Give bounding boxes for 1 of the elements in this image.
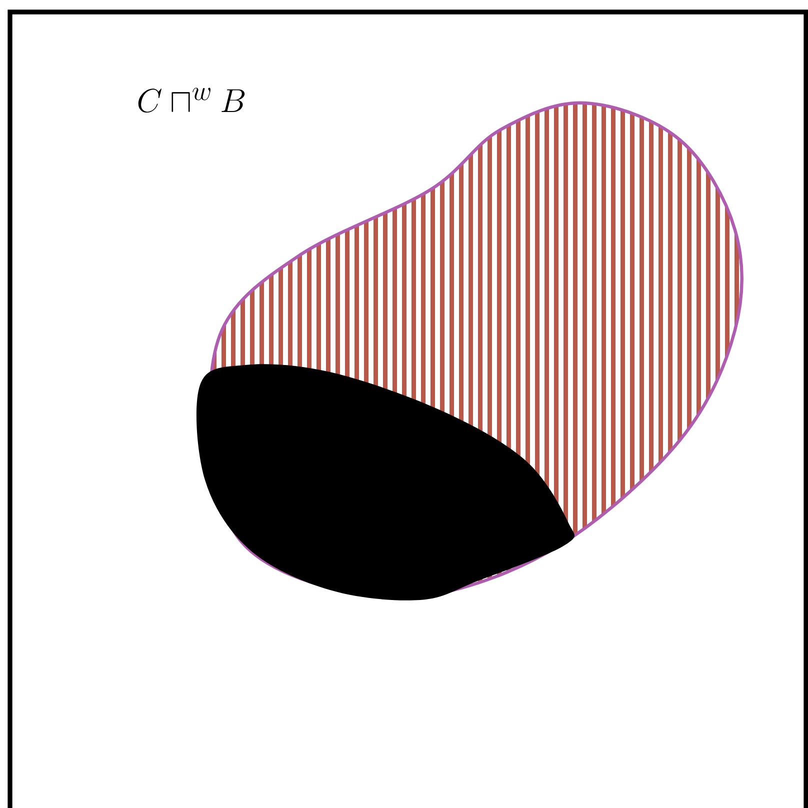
set-expression-label: $C\sqcap^{w}B$ <box>138 88 245 113</box>
